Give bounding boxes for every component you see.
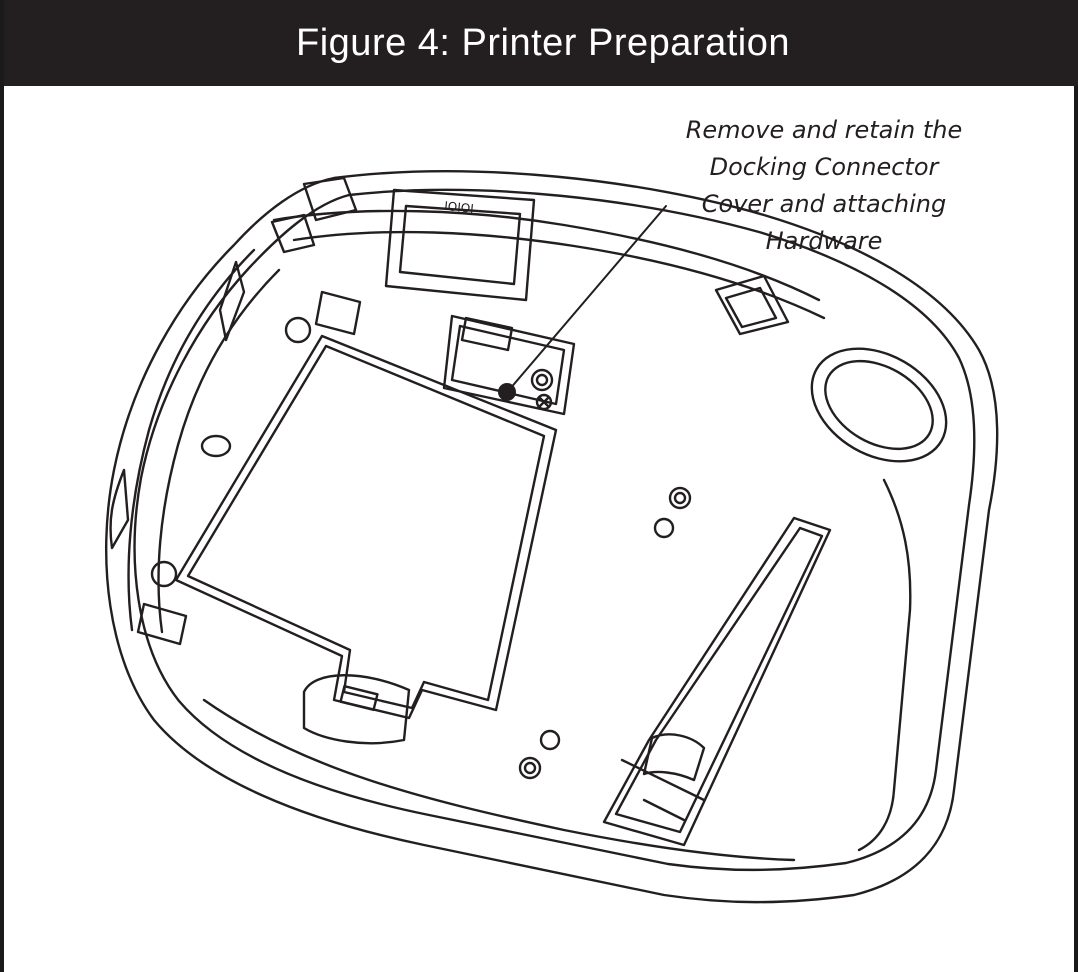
top-left-latch-2 <box>270 213 316 254</box>
right-clip-inner <box>724 286 778 329</box>
battery-door-inner <box>186 344 546 710</box>
left-bottom-slot <box>109 468 130 550</box>
right-side-edge <box>857 478 912 852</box>
callout-line-2: Docking Connector <box>709 153 939 181</box>
title-bar: Figure 4: Printer Preparation <box>4 0 1078 86</box>
boss-upper-inner <box>673 491 687 505</box>
top-belt-rail <box>272 209 821 302</box>
media-slot-guide-2 <box>642 798 686 822</box>
battery-door <box>174 334 558 720</box>
boss-upper <box>668 486 692 510</box>
printer-inner-edge <box>133 188 976 872</box>
boss-upper-hole <box>653 517 675 539</box>
right-grip-hole <box>810 347 948 463</box>
bottom-edge-inner <box>202 698 796 862</box>
cover-screw-1-inner <box>535 373 549 387</box>
figure-title: Figure 4: Printer Preparation <box>296 21 790 64</box>
printer-underside-drawing: IOIOI <box>104 170 999 904</box>
battery-tab <box>302 674 411 745</box>
left-slot <box>218 260 246 342</box>
right-clip <box>714 274 790 336</box>
port-label: IOIOI <box>444 199 475 216</box>
media-slot <box>602 516 832 847</box>
docking-window <box>384 188 536 302</box>
right-grip-hole-inner <box>824 359 934 451</box>
boss-lower-inner <box>523 761 537 775</box>
printer-body-outline <box>104 170 999 904</box>
docking-connector-cover <box>442 314 576 416</box>
callout-text: Remove and retain the Docking Connector … <box>614 112 1034 260</box>
callout-line-3: Cover and attaching <box>701 190 947 218</box>
media-slot-guide-1 <box>620 758 706 802</box>
screw-hole-bottom-left <box>150 560 178 588</box>
cover-screw-1 <box>530 368 554 392</box>
boss-lower <box>518 756 542 780</box>
left-clip <box>200 434 232 458</box>
left-bumper-inner <box>157 268 281 634</box>
left-bumper <box>127 248 256 632</box>
callout-line-1: Remove and retain the <box>685 116 963 144</box>
cover-screw-2-cross <box>538 396 550 408</box>
boss-lower-hole <box>539 729 561 751</box>
foot-bottom-left <box>136 602 188 646</box>
cover-screw-2 <box>535 393 553 411</box>
top-belt-rail-2 <box>292 230 826 320</box>
media-slot-inner <box>614 526 824 834</box>
media-slot-roller <box>642 733 706 782</box>
top-left-latch <box>302 176 358 222</box>
docking-connector-cover-inner <box>450 324 566 406</box>
callout-leader-line <box>508 205 667 391</box>
docking-connector-latch <box>460 316 514 352</box>
screw-hole-top-left <box>284 316 312 344</box>
callout-leader-dot <box>498 383 516 401</box>
foot-top-left <box>314 290 362 336</box>
battery-tab-slot <box>339 684 379 712</box>
docking-window-inner <box>398 204 522 286</box>
